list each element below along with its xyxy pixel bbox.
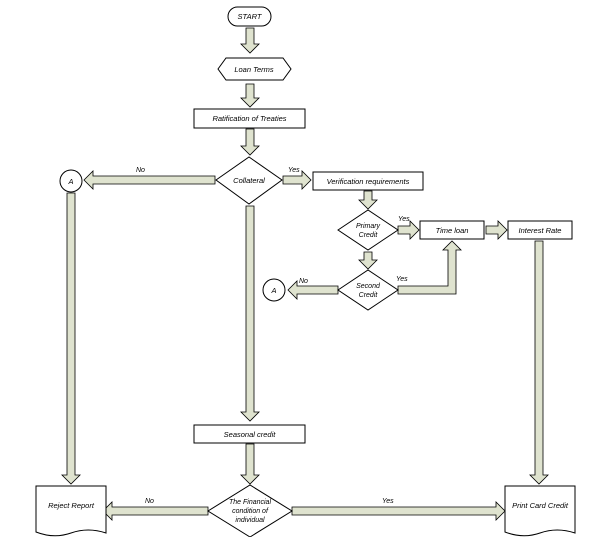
financial-label-1: The Financial [229,499,271,506]
arrow-start-to-loan-terms [240,27,260,54]
start-label: START [238,12,263,21]
second-credit-label-2: Credit [359,292,379,299]
collateral-decision [215,156,283,205]
arrow-collateral-yes-to-verification [282,170,312,190]
seasonal-credit-label: Seasonal credit [224,430,277,439]
verification-label: Verification requirements [327,177,410,186]
edge-label-financial-yes: Yes [382,498,394,505]
interest-rate-process [507,220,573,240]
arrow-second-no-to-a [287,280,339,300]
time-loan-process [419,220,485,240]
connector-a-right [262,278,286,302]
arrow-loan-terms-to-ratification [240,83,260,108]
arrow-verification-to-primary [358,190,378,210]
arrow-time-loan-to-interest [485,220,508,240]
edge-label-second-yes: Yes [396,276,408,283]
second-credit-label-1: Second [356,283,381,290]
flow-arrows [61,27,549,521]
arrow-interest-to-print-card [529,240,549,485]
arrow-collateral-to-seasonal [240,205,260,422]
edge-label-primary-yes: Yes [398,216,410,223]
arrow-collateral-no-to-a [83,170,216,190]
edge-label-collateral-no: No [136,167,145,174]
reject-report-label: Reject Report [48,501,95,510]
ratification-label: Ratification of Treaties [212,114,286,123]
connector-a-left-label: A [67,177,73,186]
seasonal-credit-process [193,424,306,444]
arrow-financial-yes-to-print-card [291,501,506,521]
interest-rate-label: Interest Rate [519,226,562,235]
collateral-label: Collateral [233,176,265,185]
second-credit-decision [337,269,399,311]
print-card-credit-label: Print Card Credit [512,501,569,510]
arrow-primary-to-second [358,251,378,270]
arrow-primary-yes-to-time-loan [397,220,420,240]
ratification-process [193,108,306,129]
loan-terms-label: Loan Terms [234,65,274,74]
edge-label-financial-no: No [145,498,154,505]
verification-process [312,171,424,191]
financial-label-3: individual [235,517,265,524]
connector-a-right-label: A [270,286,276,295]
arrow-seasonal-to-financial [240,443,260,485]
primary-credit-decision [337,209,399,251]
arrow-second-yes-to-time-loan [397,240,462,295]
connector-a-left [59,169,83,193]
start-terminator [227,6,272,27]
loan-terms-preparation [217,57,292,81]
arrow-financial-no-to-reject [102,501,209,521]
primary-credit-label-2: Credit [359,232,379,239]
primary-credit-label-1: Primary [356,223,381,230]
arrow-a-to-reject-report [61,192,81,485]
edge-label-collateral-yes: Yes [288,167,300,174]
time-loan-label: Time loan [436,226,469,235]
print-card-credit-document [504,485,576,537]
edge-label-second-no: No [299,278,308,285]
financial-condition-decision [207,484,293,537]
reject-report-document [35,485,107,537]
financial-label-2: condition of [232,508,269,515]
arrow-ratification-to-collateral [240,128,260,156]
